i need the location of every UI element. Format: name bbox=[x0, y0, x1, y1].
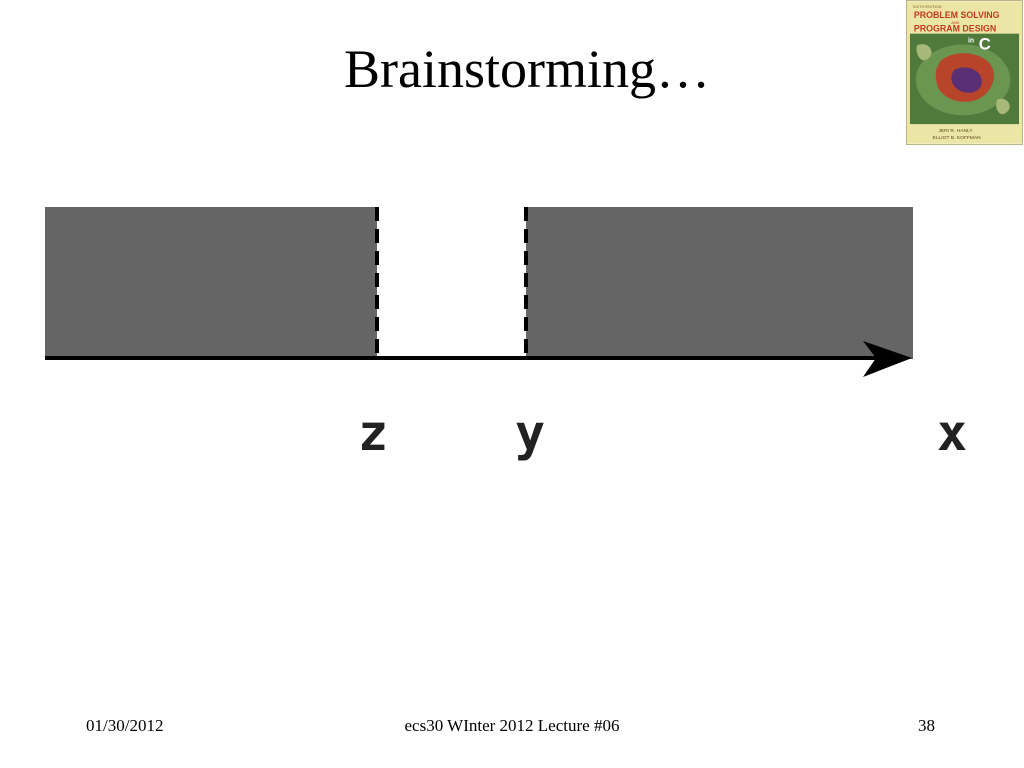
cover-title-and: AND bbox=[951, 20, 959, 25]
footer-page-number: 38 bbox=[918, 716, 935, 735]
cover-title-line2: PROGRAM DESIGN bbox=[914, 24, 996, 34]
book-cover-image: SIXTH EDITION PROBLEM SOLVING AND PROGRA… bbox=[906, 0, 1023, 145]
shaded-region-right bbox=[526, 207, 913, 359]
slide-title: Brainstorming… bbox=[344, 39, 710, 99]
cover-author2: ELLIOT B. KOFFMAN bbox=[933, 135, 982, 141]
footer-course: ecs30 WInter 2012 Lecture #06 bbox=[404, 716, 620, 735]
shaded-region-left bbox=[45, 207, 377, 359]
label-x: x bbox=[937, 404, 967, 462]
label-y: y bbox=[515, 404, 545, 462]
cover-title-line1: PROBLEM SOLVING bbox=[914, 10, 1000, 20]
footer-date: 01/30/2012 bbox=[86, 716, 164, 735]
cover-title-lang: C bbox=[979, 34, 991, 53]
cover-edition: SIXTH EDITION bbox=[913, 4, 942, 9]
cover-author1: JERI R. HANLY bbox=[938, 128, 973, 134]
cover-title-in: in bbox=[968, 38, 974, 45]
x-axis-arrowhead bbox=[863, 341, 912, 377]
label-z: z bbox=[358, 404, 388, 462]
